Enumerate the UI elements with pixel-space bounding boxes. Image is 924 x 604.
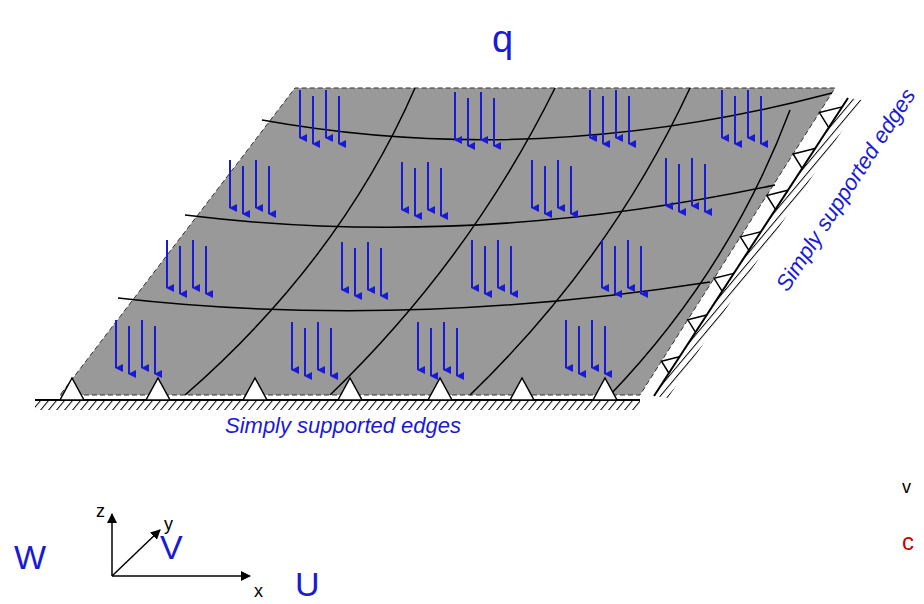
load-arrows — [116, 90, 761, 376]
displacement-label: V — [160, 530, 183, 564]
axis-label: x — [254, 582, 263, 600]
axis-label: v — [902, 478, 911, 496]
deformed-mesh — [118, 88, 832, 395]
axis-label: y — [164, 515, 173, 533]
displacement-label: W — [14, 540, 46, 574]
fragment-label: c — [902, 530, 914, 554]
displacement-label: U — [295, 567, 320, 601]
load-label: q — [492, 20, 513, 58]
plate — [60, 88, 835, 395]
support-triangles — [60, 378, 617, 400]
axis-label: z — [96, 502, 105, 520]
axes — [112, 514, 250, 576]
ground-hatching — [654, 98, 862, 398]
ground-hatching — [35, 400, 640, 410]
support-label: Simply supported edges — [225, 415, 461, 437]
